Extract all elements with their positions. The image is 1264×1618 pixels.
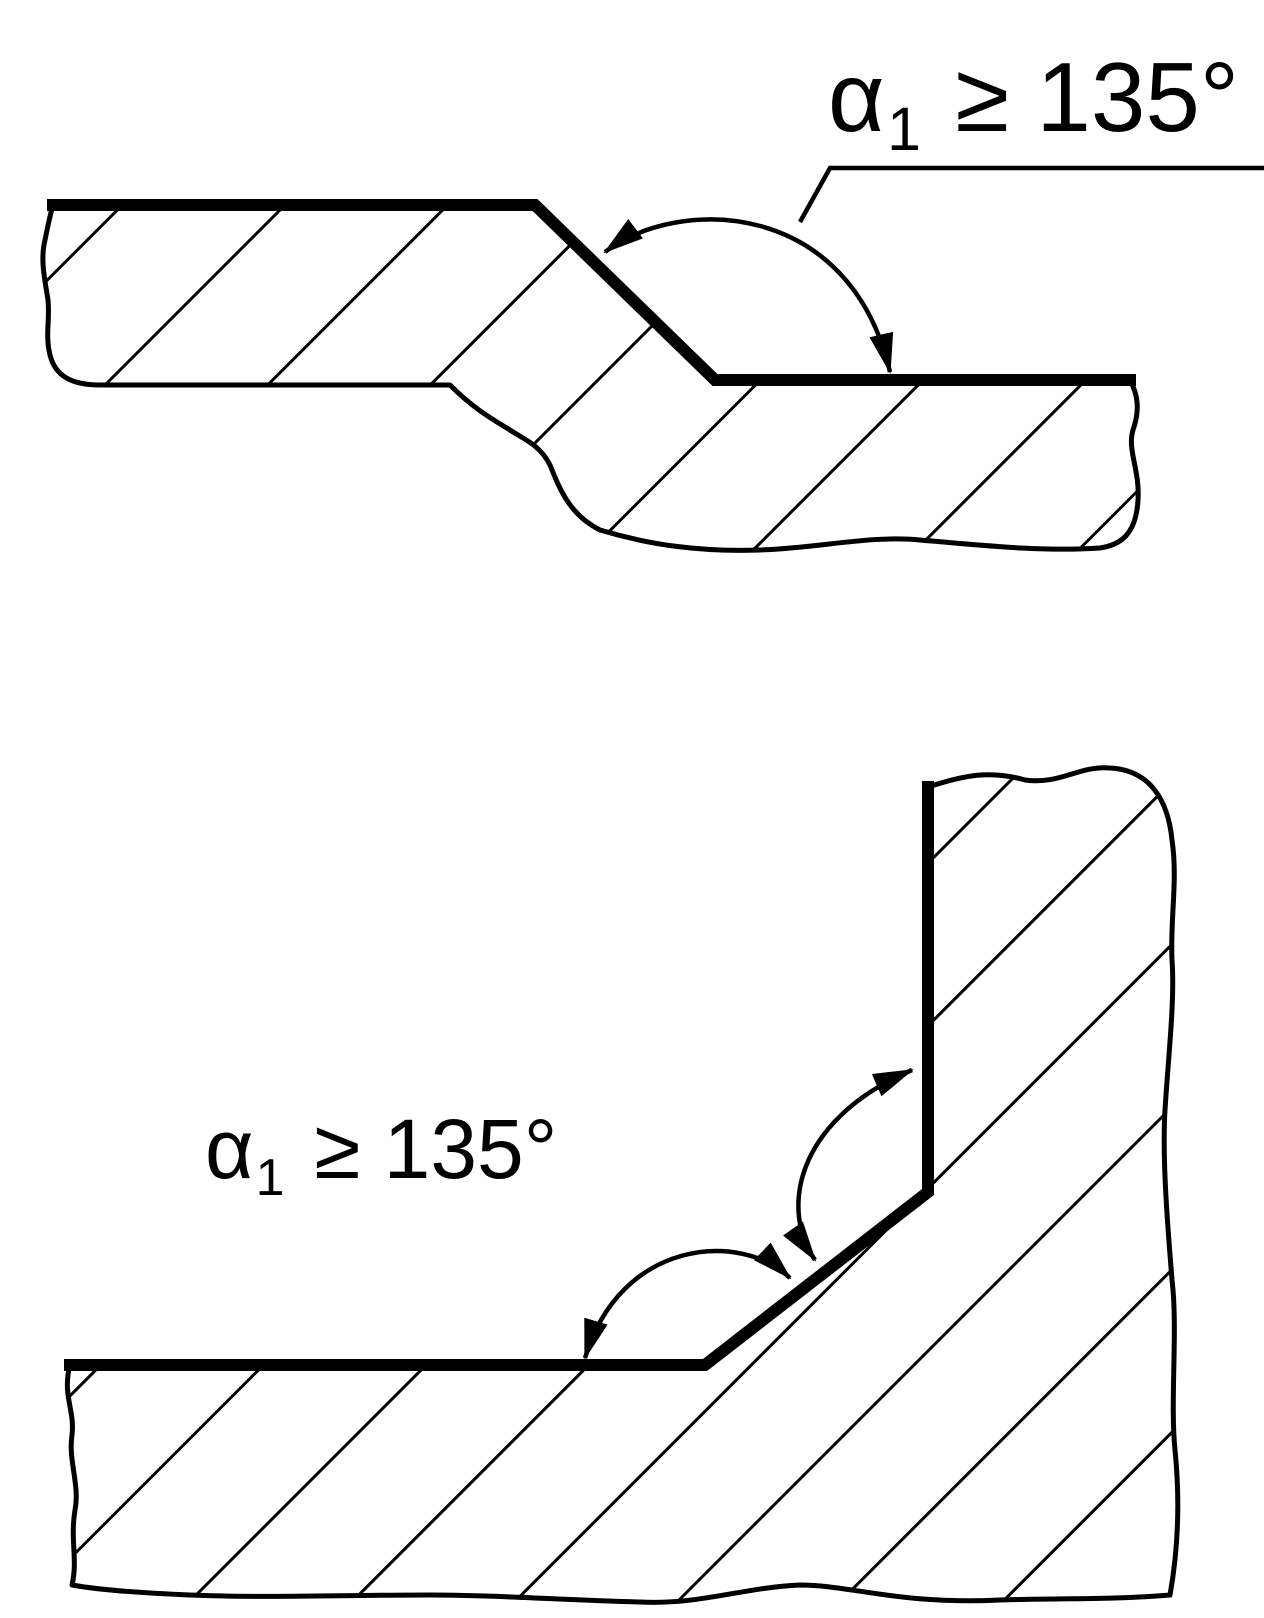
- top-leader-line: [798, 165, 1264, 224]
- bottom-angle-symbol: α: [205, 1102, 254, 1196]
- top-angle-relation: ≥ 135°: [955, 42, 1240, 152]
- top-angle-symbol: α: [828, 42, 885, 152]
- bottom-joint: [64, 765, 1181, 1605]
- bottom-angle-arc-upper: [783, 1067, 914, 1262]
- bottom-angle-relation: ≥ 135°: [314, 1102, 558, 1196]
- bottom-angle-label: α1 ≥ 135°: [205, 1107, 557, 1204]
- top-joint: [40, 165, 1264, 553]
- bottom-workpiece-section: [64, 765, 1181, 1605]
- bottom-weld-edge: [64, 781, 934, 1371]
- top-angle-subscript: 1: [887, 95, 921, 164]
- bottom-angle-subscript: 1: [255, 1148, 285, 1207]
- top-angle-arc: [603, 217, 894, 374]
- top-angle-label: α1 ≥ 135°: [828, 48, 1239, 160]
- bottom-angle-arc-lower: [582, 1242, 792, 1360]
- top-workpiece-section: [40, 202, 1141, 553]
